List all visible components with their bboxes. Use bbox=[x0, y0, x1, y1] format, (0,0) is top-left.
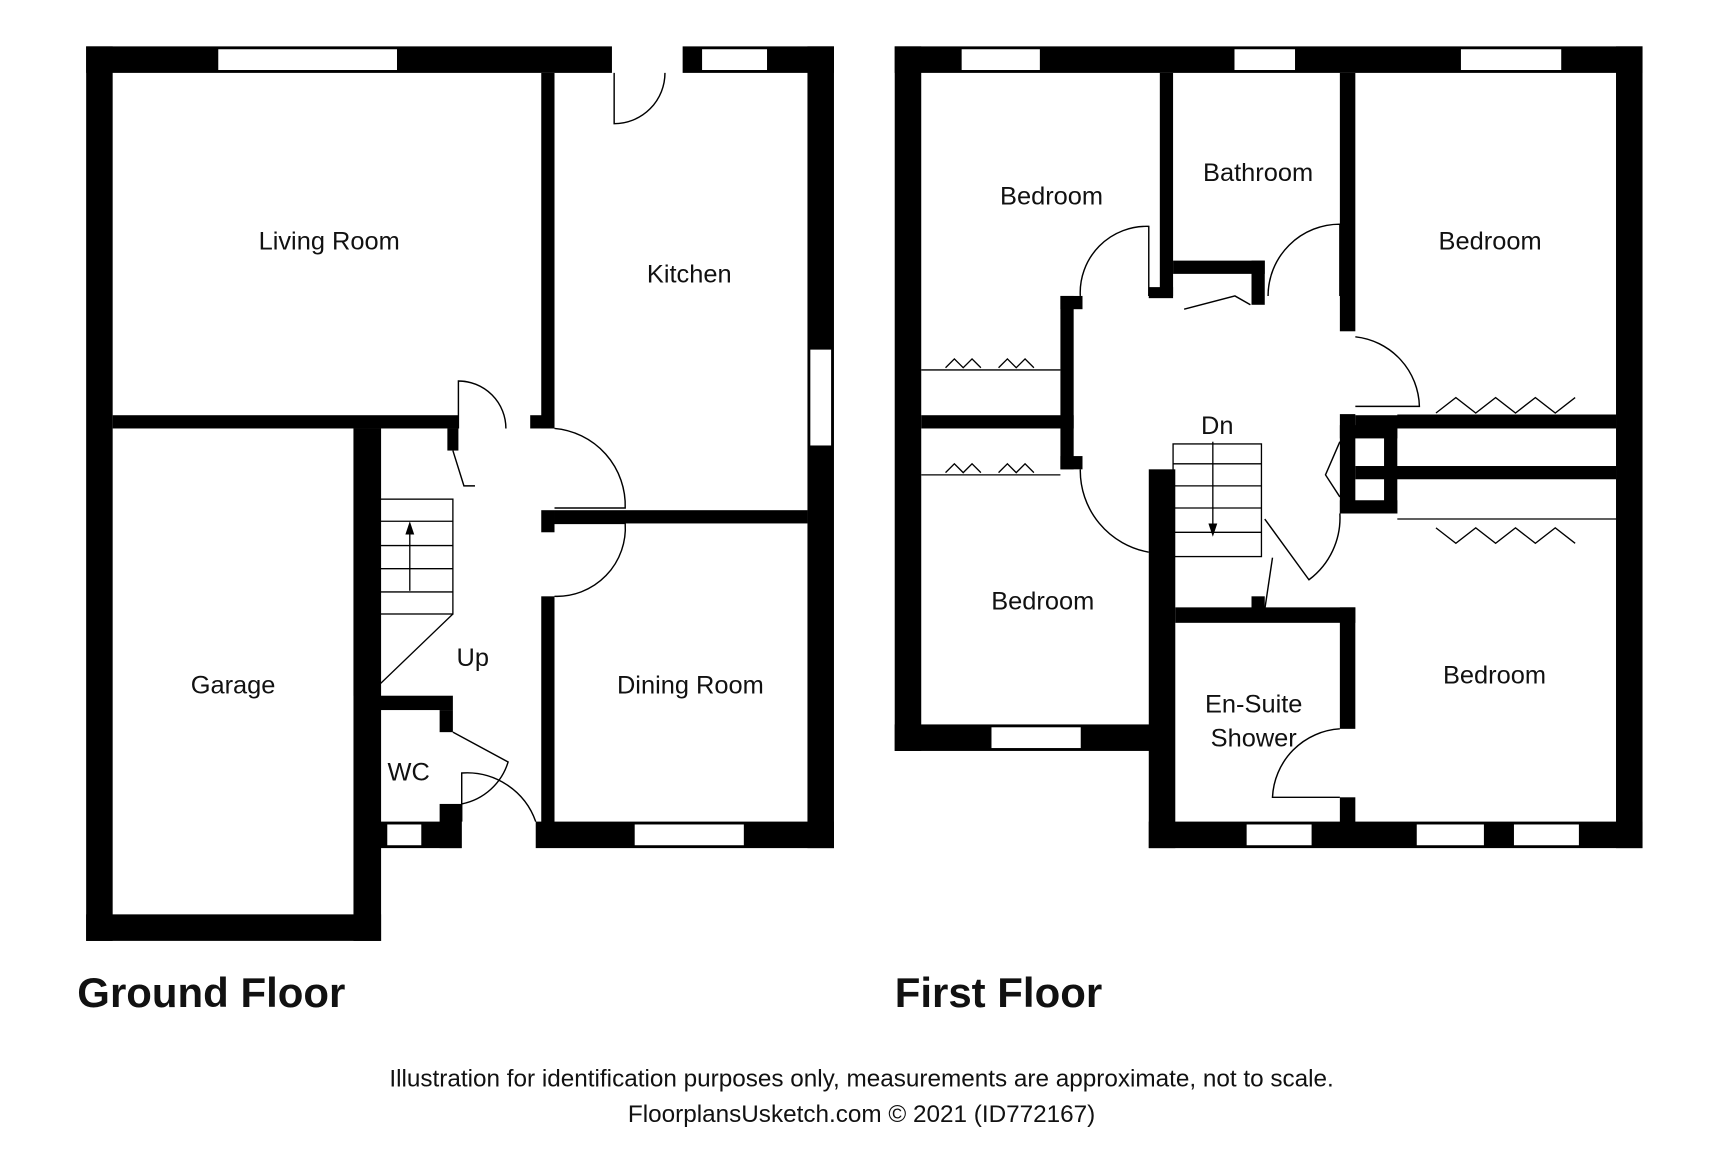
room-label-kitchen: Kitchen bbox=[647, 261, 732, 289]
credit-text: FloorplansUsketch.com © 2021 (ID772167) bbox=[628, 1101, 1095, 1128]
first-floor-title: First Floor bbox=[895, 969, 1102, 1016]
stairs-label-dn: Dn bbox=[1201, 412, 1233, 440]
stairs-down-arrow-icon bbox=[1208, 523, 1218, 537]
stairs-up-arrow-icon bbox=[405, 521, 415, 535]
room-label-bedroom-front-left: Bedroom bbox=[1000, 182, 1103, 210]
ground-floor-stairs bbox=[367, 498, 454, 697]
wardrobes bbox=[921, 357, 1617, 545]
room-label-ensuite: En-Suite bbox=[1205, 690, 1302, 718]
ground-floor-plan: Living Room Kitchen Garage Dining Room W… bbox=[77, 46, 834, 1016]
disclaimer-text: Illustration for identification purposes… bbox=[389, 1066, 1333, 1093]
first-floor-plan: Bedroom Bathroom Bedroom Bedroom Bedroom… bbox=[894, 46, 1643, 1016]
room-label-living-room: Living Room bbox=[259, 228, 400, 256]
ground-floor-walls bbox=[86, 46, 834, 941]
ground-floor-title: Ground Floor bbox=[77, 969, 345, 1016]
stairs-label-up: Up bbox=[457, 644, 489, 672]
room-label-garage: Garage bbox=[191, 672, 276, 700]
first-floor-doors bbox=[1079, 223, 1421, 799]
first-floor-stairs bbox=[1172, 441, 1263, 558]
room-label-bedroom-rear-left: Bedroom bbox=[991, 588, 1094, 616]
room-label-dining-room: Dining Room bbox=[617, 672, 764, 700]
first-floor-windows bbox=[960, 47, 1581, 847]
room-label-bedroom-rear-right: Bedroom bbox=[1443, 662, 1546, 690]
room-label-bedroom-front-right: Bedroom bbox=[1439, 228, 1542, 256]
ground-floor-windows bbox=[127, 47, 833, 934]
room-label-ensuite-shower: Shower bbox=[1211, 725, 1298, 753]
room-label-wc: WC bbox=[388, 759, 430, 787]
room-label-bathroom: Bathroom bbox=[1203, 159, 1313, 187]
ground-floor-doors bbox=[452, 72, 666, 822]
